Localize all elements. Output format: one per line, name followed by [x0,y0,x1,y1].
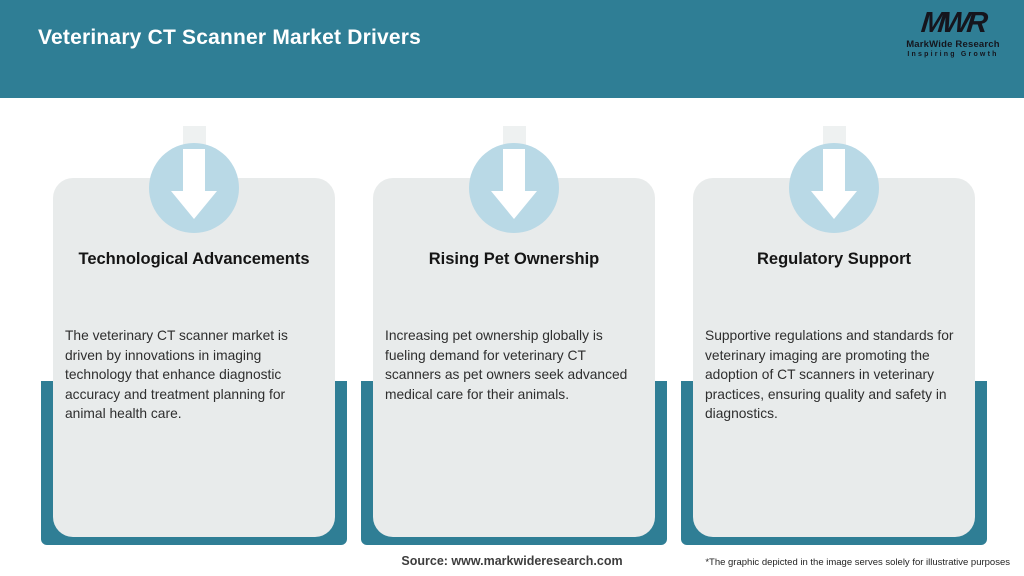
header-bar: Veterinary CT Scanner Market Drivers MWR… [0,0,1024,98]
arrow-tail-stub [823,126,846,148]
card-title: Technological Advancements [78,250,310,268]
down-arrow-icon [789,143,879,233]
down-arrow-icon [149,143,239,233]
driver-card-regulatory-support: Regulatory Support Supportive regulation… [693,178,975,537]
disclaimer-text: *The graphic depicted in the image serve… [705,557,1010,568]
driver-card-technological-advancements: Technological Advancements The veterinar… [53,178,335,537]
card-body-text: Supportive regulations and standards for… [705,328,954,422]
logo-tagline: Inspiring Growth [907,51,999,58]
brand-logo: MWR MarkWide Research Inspiring Growth [898,7,1008,58]
card-body-text: Increasing pet ownership globally is fue… [385,328,628,402]
arrow-tail-stub [183,126,206,148]
logo-name: MarkWide Research [906,39,1000,50]
driver-card-rising-pet-ownership: Rising Pet Ownership Increasing pet owne… [373,178,655,537]
page-title: Veterinary CT Scanner Market Drivers [38,26,422,49]
arrow-tail-stub [503,126,526,148]
source-text: Source: www.markwideresearch.com [401,554,623,568]
logo-monogram: MWR [919,7,987,39]
card-body-text: The veterinary CT scanner market is driv… [65,328,288,422]
card-title: Regulatory Support [756,250,911,268]
down-arrow-icon [469,143,559,233]
card-title: Rising Pet Ownership [428,250,600,268]
